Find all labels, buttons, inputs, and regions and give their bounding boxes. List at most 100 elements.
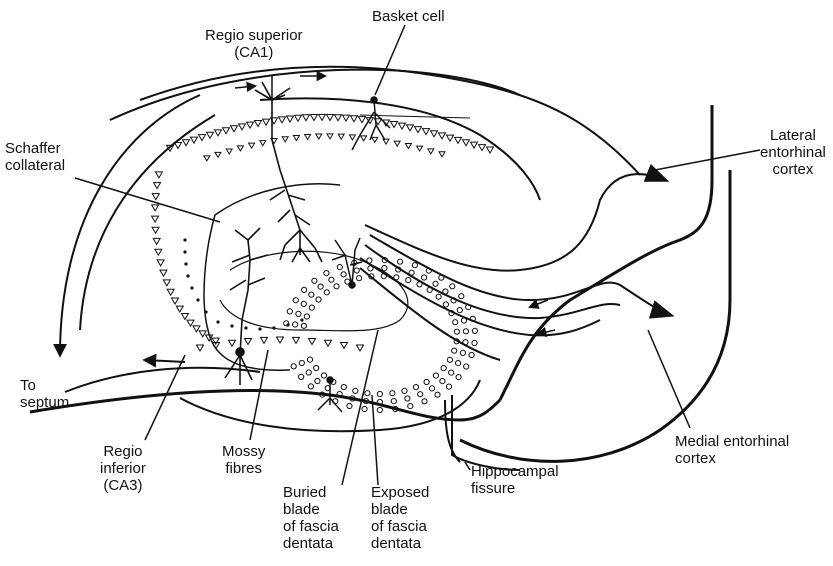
granule-cell-mark <box>457 308 462 313</box>
granule-cell-mark <box>433 373 438 378</box>
pyramidal-cell-mark <box>175 142 182 148</box>
pyramidal-cell-mark <box>153 238 160 244</box>
granule-cell-mark <box>377 391 382 396</box>
label-lateral-entorhinal: Lateral entorhinal cortex <box>760 127 826 178</box>
pyramidal-cell-mark <box>207 132 214 138</box>
granule-cell-mark <box>436 294 441 299</box>
granule-cell-mark <box>301 323 306 328</box>
pyramidal-cell-mark <box>223 128 230 134</box>
granule-cell-mark <box>453 320 458 325</box>
pyramidal-cell-mark <box>407 125 414 131</box>
granule-cell-mark <box>422 399 427 404</box>
pyramidal-cell-mark <box>338 134 344 139</box>
granule-cell-mark <box>312 278 317 283</box>
pyramidal-cell-mark <box>229 340 236 346</box>
granule-cell-mark <box>308 384 313 389</box>
pyramidal-cell-mark <box>199 331 206 337</box>
granule-cell-mark <box>446 384 451 389</box>
label-medial-line2: cortex <box>675 450 789 467</box>
leader-schaffer <box>75 178 220 222</box>
pyramidal-cell-mark <box>260 141 266 146</box>
granule-cell-mark <box>424 379 429 384</box>
pyramidal-cell-mark <box>163 280 170 286</box>
granule-cell-mark <box>304 314 309 319</box>
granule-cell-mark <box>440 379 445 384</box>
pyramidal-cell-mark <box>152 216 159 222</box>
leader-basket-cell <box>375 25 405 95</box>
perforant-path-5 <box>360 268 500 360</box>
granule-cell-mark <box>353 388 358 393</box>
granule-cell-mark <box>315 378 320 383</box>
pyramidal-cell-mark <box>191 137 198 143</box>
granule-cell-mark <box>341 272 346 277</box>
granule-cell-mark <box>321 373 326 378</box>
label-buried-line3: of fascia <box>283 518 339 535</box>
granule-cell-mark <box>469 352 474 357</box>
pyramidal-cell-mark <box>287 116 294 122</box>
pyramidal-cell-mark <box>181 313 188 319</box>
granule-cell-mark <box>309 305 314 310</box>
label-exposed-line1: Exposed <box>371 484 429 501</box>
granule-cell-mark <box>354 268 359 273</box>
granule-cell-mark <box>443 302 448 307</box>
granule-cell-mark <box>362 406 367 411</box>
pyramidal-cell-mark <box>295 115 302 121</box>
label-basket-cell-line1: Basket cell <box>372 8 445 25</box>
perforant-path-3 <box>365 245 620 318</box>
pyramidal-cell-mark <box>439 152 445 157</box>
label-regio-inferior-line1: Regio <box>100 443 146 460</box>
label-regio-superior-line1: Regio superior <box>205 27 303 44</box>
entorhinal-outer <box>500 105 712 400</box>
granule-cell-mark <box>413 385 418 390</box>
label-regio-inferior-line3: (CA3) <box>100 477 146 494</box>
granule-cell-mark <box>337 265 342 270</box>
granule-cell-mark <box>334 284 339 289</box>
pyramidal-cell-mark <box>383 139 389 144</box>
granule-cell-mark <box>422 275 427 280</box>
label-buried-line4: dentata <box>283 535 339 552</box>
to-septum-line <box>65 368 260 392</box>
label-lateral-entorhinal-line2: entorhinal <box>760 144 826 161</box>
label-lateral-entorhinal-line3: cortex <box>760 161 826 178</box>
granule-cell-mark <box>296 311 301 316</box>
granule-cell-mark <box>464 364 469 369</box>
label-fissure-line1: Hippocampal <box>471 463 559 480</box>
schaffer-arc <box>215 184 340 215</box>
pyramidal-cell-mark <box>309 339 316 345</box>
pyramidal-cell-mark <box>327 134 333 139</box>
granule-cell-mark <box>433 281 438 286</box>
pyramidal-cell-mark <box>160 270 167 276</box>
pyramidal-cell-mark <box>417 146 423 151</box>
granule-cell-mark <box>463 340 468 345</box>
label-medial-line1: Medial entorhinal <box>675 433 789 450</box>
pyramidal-cell-mark <box>372 137 378 142</box>
label-schaffer-line2: collateral <box>5 157 65 174</box>
pyramidal-cell-mark <box>279 117 286 123</box>
pyramidal-cell-mark <box>239 124 246 130</box>
pyramidal-cell-mark <box>187 320 194 326</box>
granule-cell-mark <box>368 266 373 271</box>
granule-cell-mark <box>456 375 461 380</box>
pyramidal-cell-mark <box>255 121 262 127</box>
granule-cell-mark <box>302 287 307 292</box>
label-hippocampal-fissure: Hippocampal fissure <box>471 463 559 497</box>
granule-cell-mark <box>429 386 434 391</box>
granule-cell-mark <box>367 258 372 263</box>
granule-cell-mark <box>443 289 448 294</box>
perforant-path-1 <box>365 174 665 271</box>
granule-cell-mark <box>287 309 292 314</box>
pyramidal-cell-mark <box>341 343 348 349</box>
granule-cell-mark <box>463 329 468 334</box>
label-lateral-entorhinal-line1: Lateral <box>760 127 826 144</box>
pyramidal-cell-mark <box>237 146 243 151</box>
to-septum-arrow <box>145 360 185 362</box>
label-mossy-line2: fibres <box>222 460 265 477</box>
granule-cell-mark <box>347 403 352 408</box>
label-schaffer-line1: Schaffer <box>5 140 65 157</box>
pyramidal-cell-mark <box>249 143 255 148</box>
label-buried-blade: Buried blade of fascia dentata <box>283 484 339 552</box>
granule-cell-mark <box>301 301 306 306</box>
granule-cell-mark <box>293 322 298 327</box>
granule-cell-mark <box>357 276 362 281</box>
